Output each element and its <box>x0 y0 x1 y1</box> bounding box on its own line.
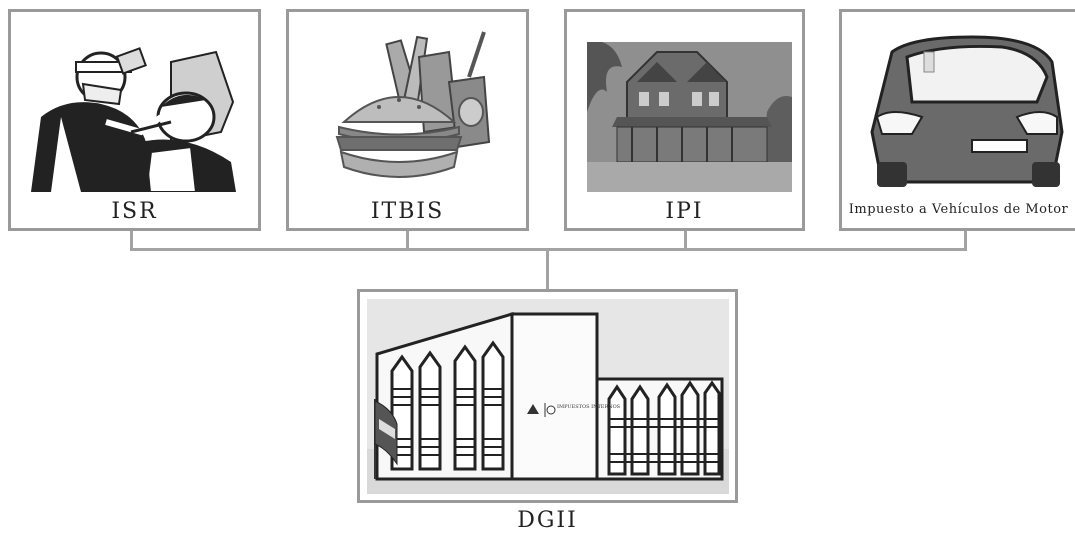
connector-trunk <box>546 248 549 290</box>
building-sign-text: IMPUESTOS INTERNOS <box>557 404 621 410</box>
building-illustration: IMPUESTOS INTERNOS <box>367 299 729 494</box>
car-illustration <box>870 35 1064 187</box>
connector-line <box>130 231 133 251</box>
connector-line <box>684 231 687 251</box>
dentist-illustration <box>31 47 236 192</box>
node-isr-label: ISR <box>111 199 158 224</box>
node-itbis: ITBIS <box>286 9 529 231</box>
house-illustration <box>587 42 792 192</box>
fast-food-illustration <box>335 31 491 178</box>
node-vehiculos: Impuesto a Vehículos de Motor <box>839 9 1075 231</box>
node-ipi-label: IPI <box>665 199 704 224</box>
node-dgii: IMPUESTOS INTERNOS <box>357 289 738 503</box>
connector-line <box>964 231 967 251</box>
connector-line <box>406 231 409 251</box>
node-dgii-label: DGII <box>517 508 578 533</box>
node-vehiculos-label: Impuesto a Vehículos de Motor <box>848 202 1069 217</box>
node-itbis-label: ITBIS <box>370 199 445 224</box>
node-isr: ISR <box>8 9 261 231</box>
node-ipi: IPI <box>564 9 805 231</box>
